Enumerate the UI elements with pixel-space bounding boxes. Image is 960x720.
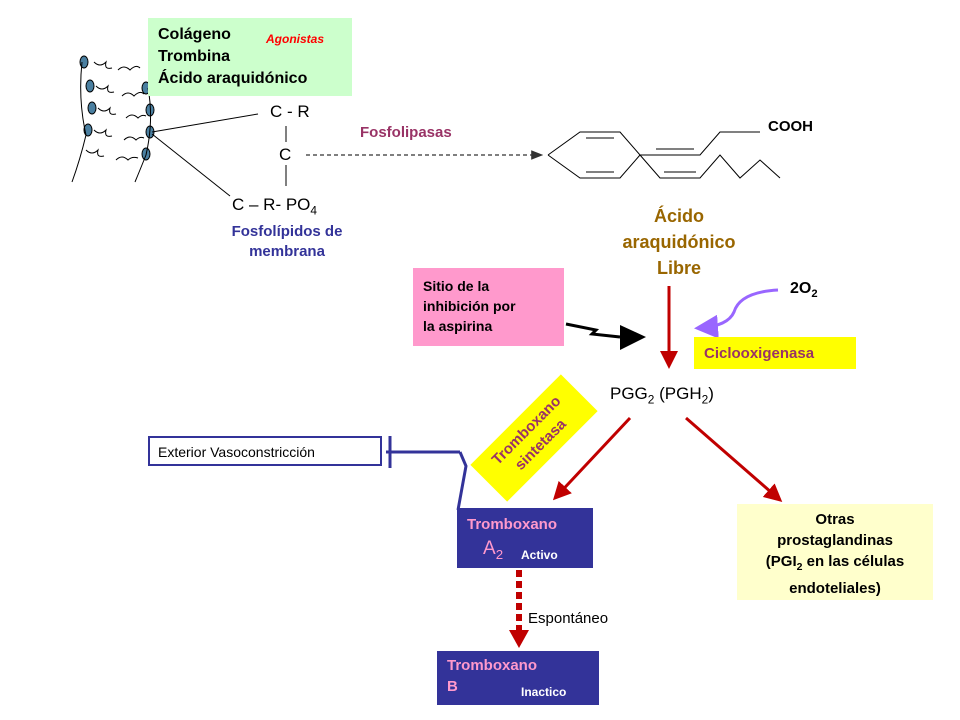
phospholipid-label-line: Fosfolípidos de [231,223,343,240]
membrane-illustration [71,55,155,183]
agonists-box: Colágeno Trombina Ácido araquidónico Ago… [148,18,352,96]
agonist-item: Ácido araquidónico [158,70,308,87]
aspirin-text: Sitio de la inhibición por la aspirina [423,276,516,336]
txa2-letter: A [483,538,496,559]
phospholipid-middle: C [279,145,292,164]
cyclooxygenase-label: Ciclooxigenasa [704,345,815,362]
cooh-label: COOH [768,118,813,135]
phospholipid-top: C - R [270,102,310,121]
txa2-sub: 2 [495,546,504,562]
agonists-list: Colágeno Trombina Ácido araquidónico [158,24,307,90]
arachidonic-label-line: Ácido [653,206,704,226]
pgg-sub: 2 [647,392,655,407]
others-line3-a: (PGI [765,553,797,570]
others-line: Otras [815,511,855,528]
arachidonic-label-line: araquidónico [622,232,736,252]
txb-state: Inactico [521,685,567,699]
membrane-chain [71,61,87,183]
exterior-bracket [386,436,468,511]
others-arrow [685,416,783,502]
txa2-main: A2 [483,538,503,562]
agonists-tag: Agonistas [266,32,325,46]
phospholipid-bottom-sub: 4 [310,203,318,218]
others-line3-b: en las células [802,553,905,570]
phospholipid-label: Fosfolípidos de membrana [206,222,368,262]
oxygen-sub: 2 [811,288,818,301]
exterior-box: Exterior Vasoconstricción [148,436,382,466]
arachidonic-label: Ácido araquidónico Libre [596,203,762,281]
spontaneous-arrow-head [509,630,529,648]
txa2-arrow [552,416,632,501]
pgg-close: ) [708,384,714,403]
aspirin-line: inhibición por [423,298,516,314]
aspirin-line: la aspirina [423,318,493,334]
others-line: endoteliales) [789,580,881,597]
arachidonic-label-line: Libre [656,258,701,278]
txb-box: Tromboxano B Inactico [437,651,599,705]
others-box: Otras prostaglandinas (PGI2 en las célul… [737,504,933,600]
phospholipid-label-line: membrana [249,243,325,260]
phospholipid-bottom: C – R- PO4 [232,195,317,217]
phospholipase-label: Fosfolipasas [360,124,452,141]
others-line: prostaglandinas [777,532,893,549]
connector-line [151,133,231,197]
txa2-title: Tromboxano [467,516,558,533]
pgh-text: (PGH [654,384,702,403]
spontaneous-label: Espontáneo [528,610,609,627]
aspirin-line: Sitio de la [423,278,490,294]
agonist-item: Colágeno [158,26,231,43]
oxygen-arrow [694,288,779,339]
others-line3-sub: 2 [796,561,803,573]
agonist-item: Trombina [158,48,231,65]
membrane-chain [134,87,152,183]
txb-main: B [447,678,458,695]
aspirin-arrow-shaft [565,322,621,339]
cyclooxygenase-box: Ciclooxigenasa [694,337,856,369]
txa2-box: Tromboxano A2 Activo [457,508,593,568]
txa2-state: Activo [521,548,558,562]
aspirin-box: Sitio de la inhibición por la aspirina [413,268,564,346]
oxygen-text: 2O [790,280,812,297]
agonists-bg [148,18,352,96]
pgh-sub: 2 [701,392,709,407]
exterior-label: Exterior Vasoconstricción [158,444,315,460]
pgg-text: PGG [610,384,648,403]
oxygen-label: 2O2 [790,280,818,300]
txb-title: Tromboxano [447,657,538,674]
phospholipid-bottom-text: C – R- PO [232,195,311,214]
connector-line [151,113,259,133]
others-line: (PGI2 en las células [737,551,933,578]
lipid-head [79,55,155,161]
others-text: Otras prostaglandinas (PGI2 en las célul… [737,509,933,599]
aspirin-arrow-head [620,325,646,350]
pgg-label: PGG2 (PGH2) [610,384,714,406]
arachidonic-acid-structure [547,131,781,179]
